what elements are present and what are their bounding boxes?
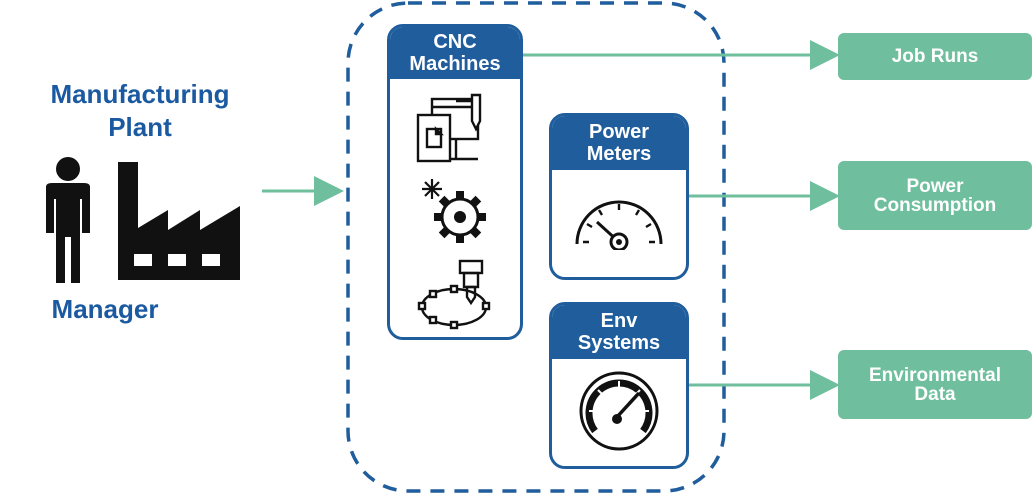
source-card-header: Env Systems (552, 305, 686, 359)
factory-icon (118, 162, 240, 280)
meter-gauge-icon (575, 200, 663, 250)
speedometer-icon (579, 371, 659, 451)
output-label-line1: Power (906, 175, 964, 197)
plant-title: Manufacturing Plant (20, 78, 260, 144)
source-card-title-line2: Meters (586, 143, 652, 165)
output-label-line2: Data (914, 383, 956, 405)
source-card-header: Power Meters (552, 116, 686, 170)
source-card-header: CNC Machines (390, 27, 520, 79)
output-job-runs: Job Runs (838, 33, 1032, 80)
source-card-title-line1: Env (600, 310, 638, 332)
manager-label: Manager (51, 294, 159, 324)
cad-drawing-icon (416, 93, 482, 163)
output-environmental-data: Environmental Data (838, 350, 1032, 419)
integration-boundary (346, 1, 726, 493)
plant-title-line1: Manufacturing (50, 79, 230, 109)
output-power-consumption: Power Consumption (838, 161, 1032, 230)
output-label-line2: Consumption (873, 194, 997, 216)
source-card-title-line1: CNC (433, 31, 477, 53)
source-card-cnc-machines: CNC Machines (387, 24, 523, 340)
source-card-power-meters: Power Meters (549, 113, 689, 280)
output-label-line1: Environmental (869, 364, 1001, 386)
source-card-title-line1: Power (588, 121, 650, 143)
cnc-mill-icon (417, 259, 491, 330)
output-label-line1: Job Runs (891, 46, 979, 67)
source-card-title-line2: Systems (577, 332, 661, 354)
gear-spark-icon (422, 179, 486, 243)
plant-title-line2: Plant (108, 112, 172, 142)
source-card-title-line2: Machines (409, 53, 501, 75)
person-icon (46, 157, 90, 283)
source-card-env-systems: Env Systems (549, 302, 689, 469)
